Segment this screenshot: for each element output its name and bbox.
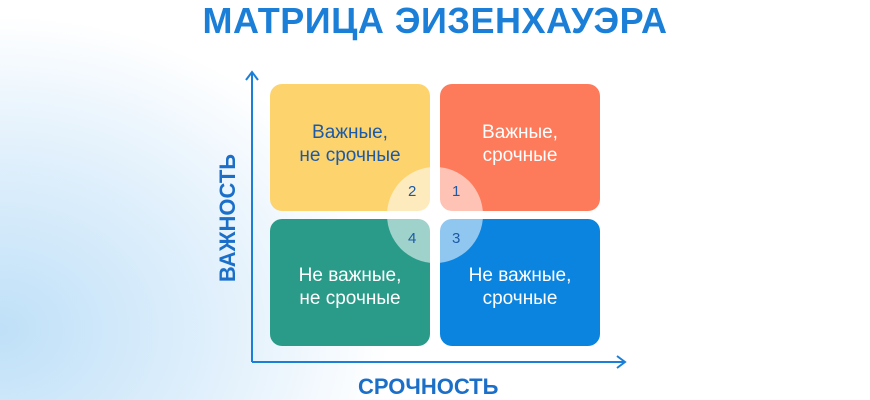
quadrant-number-1: 1 — [452, 183, 461, 200]
quadrant-number-2: 2 — [408, 183, 417, 200]
quadrant-number-4: 4 — [408, 230, 417, 247]
quadrant-number-3: 3 — [452, 230, 461, 247]
x-axis-label: СРОЧНОСТЬ — [358, 374, 499, 399]
center-circle — [387, 167, 483, 263]
y-axis-label: ВАЖНОСТЬ — [215, 153, 240, 283]
quadrant-important-urgent: Важные,срочные — [440, 84, 600, 211]
page-title: МАТРИЦА ЭИЗЕНХАУЭРА — [202, 0, 668, 41]
x-axis-arrow-icon — [616, 355, 627, 369]
y-axis-arrow-icon — [245, 70, 259, 81]
